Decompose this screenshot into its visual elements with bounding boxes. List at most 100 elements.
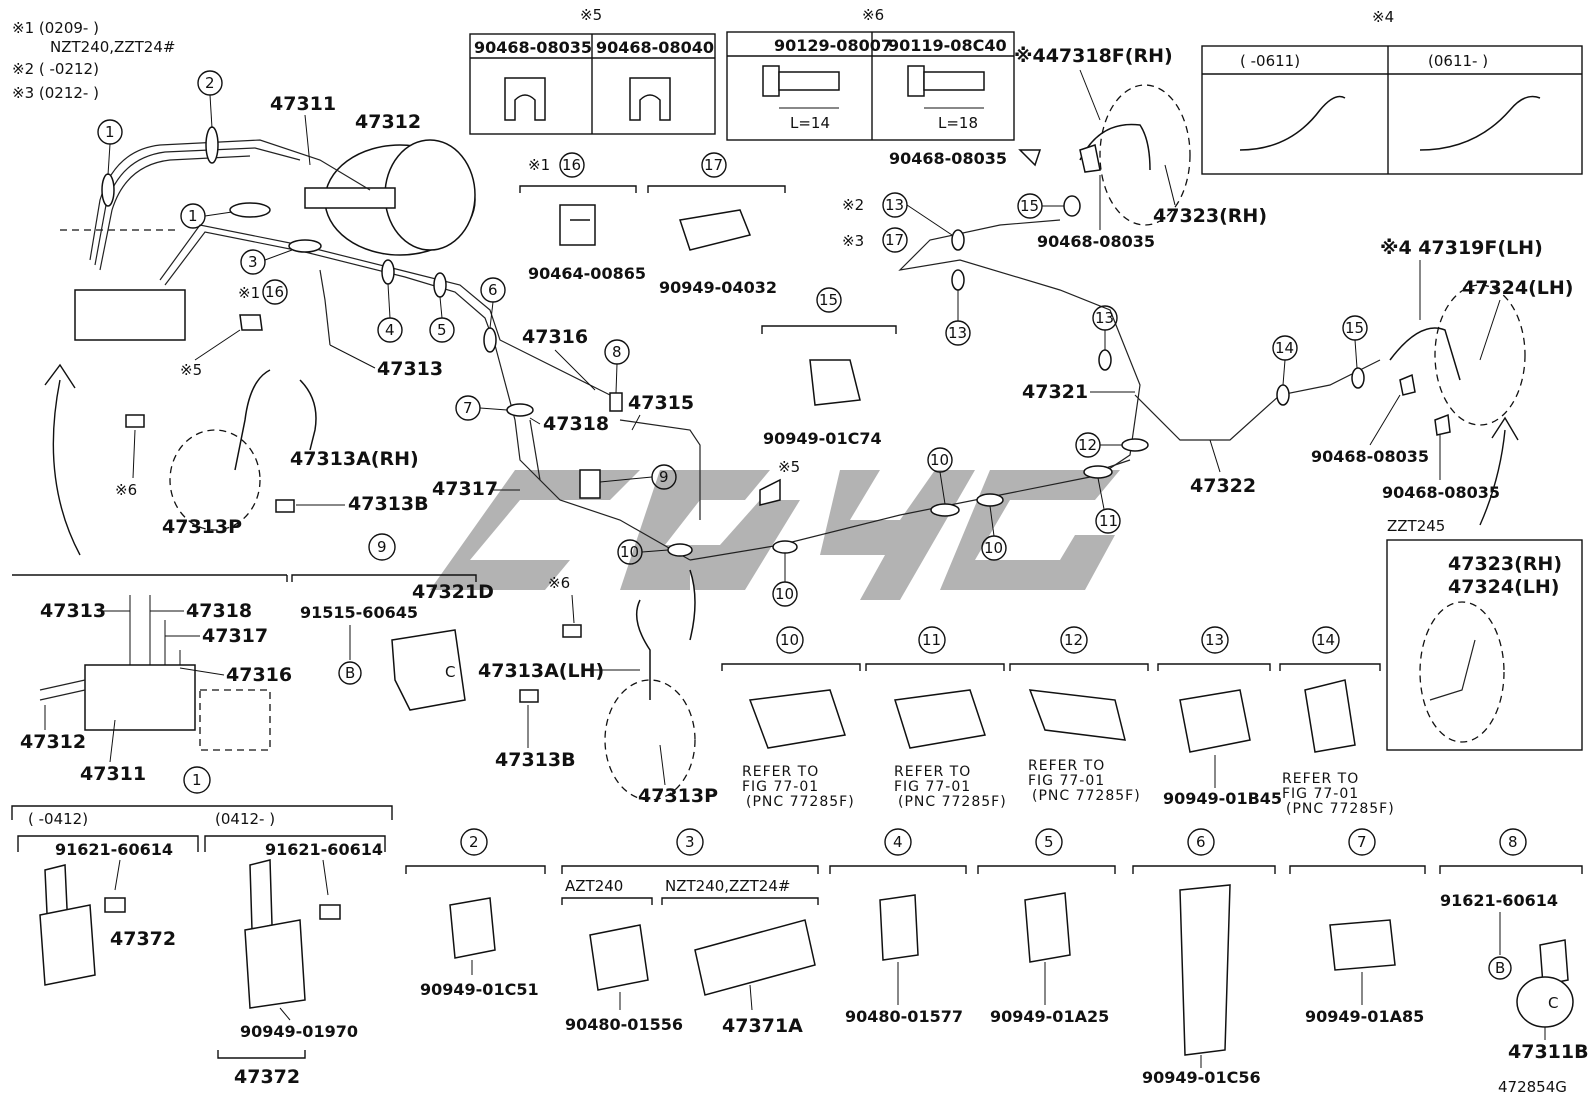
clip-6-num: 6 [1196,833,1206,851]
label-47318f-rh: ※447318F(RH) [1014,45,1173,67]
callouts: 1 2 1 3 16 4 5 6 7 8 9 10 10 10 10 11 12… [97,70,1368,607]
mark-5: ※5 [180,361,202,379]
clip-13-icon [1179,689,1251,753]
diagram-id: 472854G [1498,1078,1567,1096]
clip-3b-icon [694,919,816,996]
zzt245-label: ZZT245 [1387,517,1445,535]
clip-3-sub1: AZT240 [565,877,623,895]
clip-15-icon [809,359,861,406]
callout-10b: 10 [775,585,794,603]
flex-hose-rh-2 [299,379,317,451]
note-1: ※1 (0209- ) [12,19,99,37]
note-1-models: NZT240,ZZT24# [50,38,175,56]
label-90468-c: 90468-08035 [1311,447,1429,466]
detail-9-num: 9 [377,538,387,556]
label-47313b: 47313B [348,493,429,515]
clip-8-b: B [1495,959,1505,977]
detail-9: 9 91515-60645 47321D B C [291,533,494,711]
flex-hose-icon [1419,95,1541,151]
callout-14: 14 [1275,339,1294,357]
callout-10d: 10 [984,539,1003,557]
callout-11: 11 [1099,512,1118,530]
clip-13-num: 13 [1205,631,1224,649]
clip-3-sub2: NZT240,ZZT24# [665,877,790,895]
zzt245-panel: ZZT245 47323(RH) 47324(LH) [1386,517,1583,751]
clip-10-num: 10 [780,631,799,649]
clip-5-num: 5 [1044,833,1054,851]
label-47319f-lh: ※4 47319F(LH) [1380,237,1543,259]
callout-13b: 13 [948,324,967,342]
rear-hose-lh [1389,327,1461,381]
clip-8-bolt: 91621-60614 [1440,891,1558,910]
callout-17b: 17 [704,156,723,174]
label-47316: 47316 [522,326,588,348]
flex-hose-icon [1239,95,1346,151]
callout-1b: 1 [188,207,198,225]
bracket-icon [1539,939,1569,986]
label-47312: 47312 [355,111,421,133]
watermark [430,470,1120,600]
callout-15c: 15 [819,291,838,309]
clip-2-part: 90949-01C51 [420,980,539,999]
clip-8-c: C [1548,994,1558,1012]
mark-3: ※3 [842,232,864,250]
callout-16: 16 [265,283,284,301]
table-5-mark: ※5 [580,6,602,24]
callout-8: 8 [612,343,622,361]
detail-47313: 47313 [40,600,106,622]
callout-12: 12 [1078,436,1097,454]
detail-9-b: B [345,664,355,682]
label-47313p: 47313P [162,516,242,538]
mark-6: ※6 [115,481,137,499]
callout-16b: 16 [562,156,581,174]
flex-hose-lh-2 [689,569,696,641]
table-4: ※4 ( -0611) (0611- ) [1201,8,1583,175]
clip-3-part1: 90480-01556 [565,1015,683,1034]
clip-3-part2: 47371A [722,1015,803,1037]
clip-14-icon [1304,679,1356,753]
clip-6-icon [1179,884,1231,1056]
clip-4-part: 90480-01577 [845,1007,963,1026]
clip-1-bolt2: 91621-60614 [265,840,383,859]
detail-47318: 47318 [186,600,252,622]
detail-9-bolt: 91515-60645 [300,603,418,622]
table-4-col1: ( -0611) [1240,52,1300,70]
label-47313: 47313 [377,358,443,380]
table-4-mark: ※4 [1372,8,1394,26]
label-90949-04032: 90949-04032 [659,278,777,297]
label-47313p-2: 47313P [638,785,718,807]
clip-8-part: 47311B [1508,1041,1589,1063]
shim-clip-icon [629,77,671,121]
three-way-joint [579,469,601,499]
detail-47311: 47311 [80,763,146,785]
label-47313a-lh: 47313A(LH) [478,660,604,682]
clip-10-icon [748,689,846,749]
bottom-clips: 2 90949-01C51 3 AZT240 NZT240,ZZT24# 904… [405,828,1589,1087]
clip-14-num: 14 [1316,631,1335,649]
clip-1-bolt1: 91621-60614 [55,840,173,859]
callout-7: 7 [463,399,473,417]
clip-1-detail: 1 ( -0412) (0412- ) 91621-60614 91621-60… [11,766,393,1088]
zzt245-lh: 47324(LH) [1448,576,1559,598]
label-47321: 47321 [1022,381,1088,403]
callout-3: 3 [248,253,258,271]
label-47318: 47318 [543,413,609,435]
callout-10c: 10 [930,451,949,469]
callout-6: 6 [488,281,498,299]
clip-5-icon [1024,892,1071,963]
clip-17-icon [679,209,752,251]
clip-12-num: 12 [1064,631,1083,649]
clip-3-num: 3 [685,833,695,851]
table-5-col2: 90468-08040 [596,38,714,57]
connector-detail: 47313 47318 47317 47316 47312 47311 [12,574,292,785]
clip-2-num: 2 [469,833,479,851]
label-47317: 47317 [432,478,498,500]
clip-1-num: 1 [192,771,202,789]
clip-16-icon [559,204,596,246]
table-4-col2: (0611- ) [1428,52,1488,70]
